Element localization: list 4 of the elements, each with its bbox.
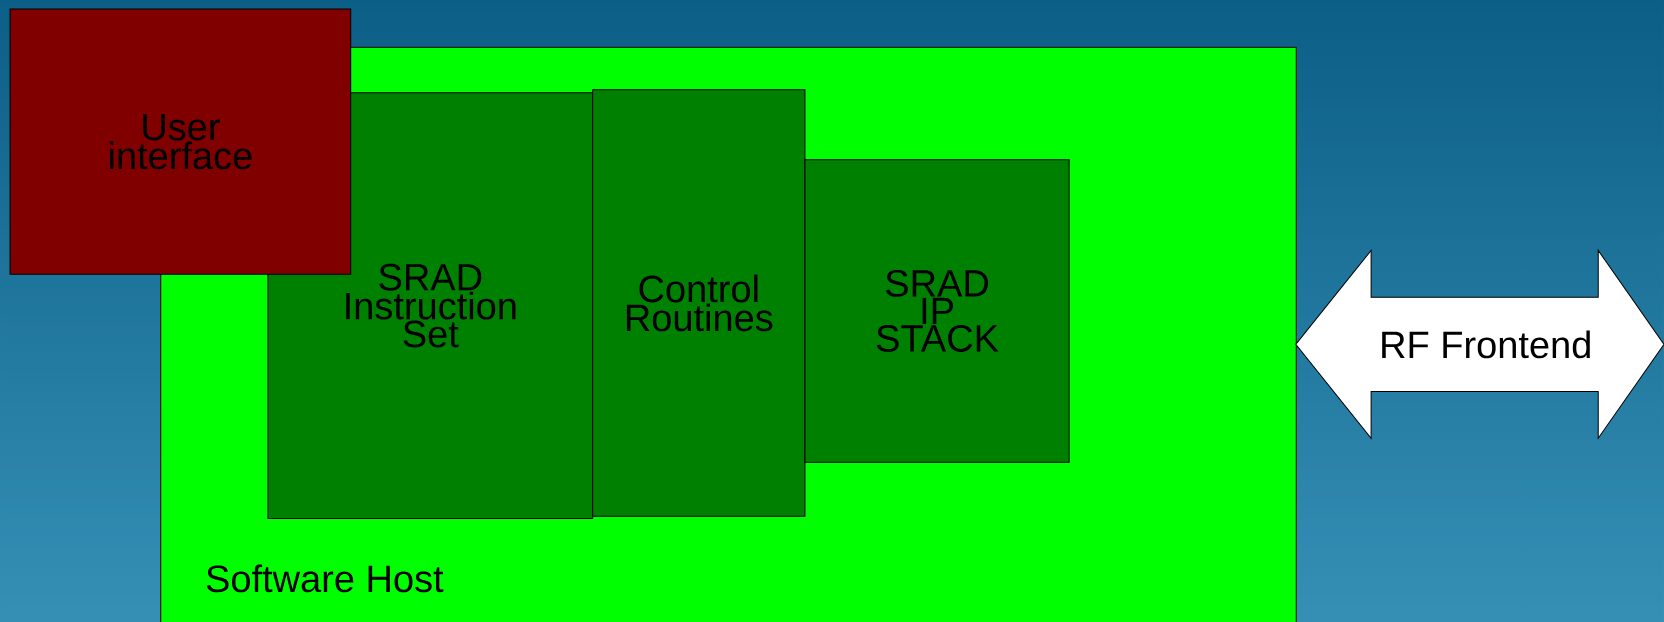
interface-box: User interface [9, 8, 352, 275]
double-arrow-box: RF Frontend [1295, 249, 1664, 439]
module-box: SRAD IP STACK [804, 159, 1070, 463]
module-box: Control Routines [592, 89, 806, 517]
